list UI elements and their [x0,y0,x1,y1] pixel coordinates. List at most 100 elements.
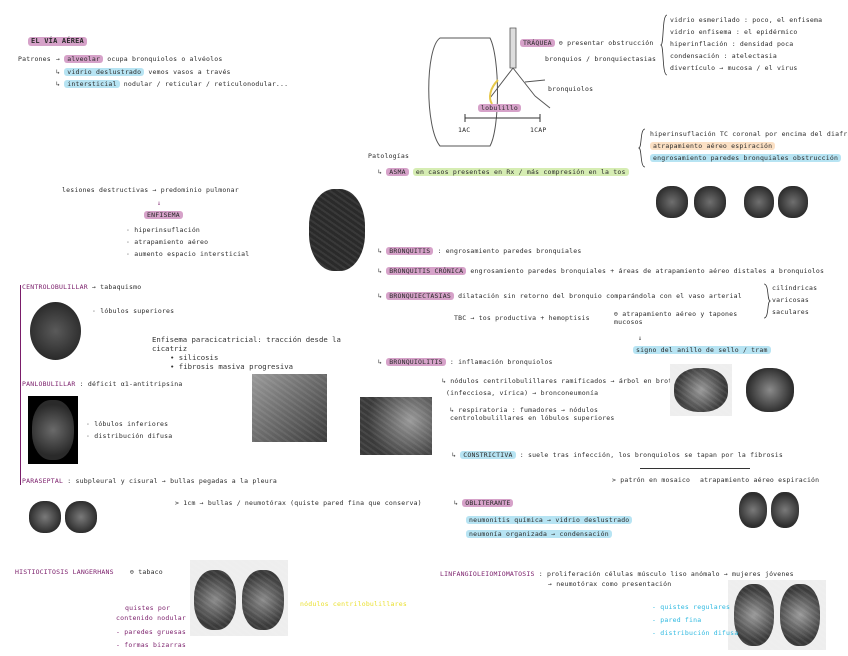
linfangio-note-3: - distribución difusa [652,629,739,637]
bronquiectasias-type-3: saculares [772,308,810,316]
bronquitis-text: engrosamiento paredes bronquiales [445,247,582,255]
centrolobulillar-note-text: lóbulos superiores [100,307,175,315]
histiocitosis-sub-text: paredes gruesas [124,628,186,636]
brace-icon [763,283,771,319]
bronquiolitis-item-3: ↳ respiratoria : fumadores → nódulos cen… [450,406,615,423]
linfangio-note-1: - quistes regulares [652,603,731,611]
obliterante-item-2: neumonía organizada → condensación [466,530,612,538]
ct-image-bronquiolitis [360,397,432,455]
enfisema-item-2: · atrapamiento aéreo [126,238,209,246]
enfisema-item-1: · hiperinsuflación [126,226,201,234]
bronquiectasias-row: ↳ BRONQUIECTASIAS dilatación sin retorno… [378,292,742,300]
ct-image-bronquiolitis-3 [740,364,800,416]
bronquiectasias-tag: BRONQUIECTASIAS [386,292,454,300]
histiocitosis-sub-4: - formas bizarras [116,641,186,649]
bronquitis-cronica-tag: BRONQUITIS CRÓNICA [386,267,467,275]
obliterante-item-text: neumonitis química → vidrio deslustrado [466,516,633,524]
ct-image-linfangio [728,580,826,650]
centrolobulillar-note: · lóbulos superiores [92,307,175,315]
traquea-diagram [428,27,551,147]
patologias-label: Patologías [368,152,410,160]
ct-image-asma-1 [652,180,730,222]
bronquiolitis-item-text: nódulos centrilobulillares ramificados →… [450,377,677,385]
constrictiva-text: suele tras infección, los bronquiolos se… [527,451,783,459]
obliterante-row: ↳ OBLITERANTE [454,499,514,507]
obliterante-item-text: neumonía organizada → condensación [466,530,612,538]
asma-row: ↳ ASMA en casos presentes en Rx / más co… [378,168,629,176]
section-bracket [20,285,21,485]
constrictiva-branch-2: atrapamiento aéreo espiración [700,476,820,484]
linfangio-row: LINFANGIOLEIOMIOMATOSIS : proliferación … [440,570,794,578]
bronquiolitis-item-1: ↳ nódulos centrilobulillares ramificados… [442,377,677,385]
ct-image-panlobulillar [28,396,78,464]
page-title: EL VÍA AÉREA [28,37,87,46]
bronquiectasias-sub: TBC → tos productiva + hemoptisis [454,314,590,322]
brace-icon [660,14,668,76]
panlobulillar-note-2: · distribución difusa [86,432,173,440]
typed-note-item: • fibrosis masiva progresiva [170,362,294,372]
patron-text: nodular / reticular / reticulonodular... [123,80,289,88]
patron-tag: vidrio deslustrado [64,68,145,76]
centrolobulillar-label: CENTROLOBULILLAR [22,283,88,291]
bronquitis-cronica-row: ↳ BRONQUITIS CRÓNICA engrosamiento pared… [378,267,825,275]
paraseptal-label: PARASEPTAL [22,477,64,485]
ct-image-bronquiolitis-2 [670,364,732,416]
enfisema-item-text: hiperinsuflación [134,226,201,234]
arrow-down-icon: ⇓ [157,199,162,207]
ct-image-centrolobulillar [28,300,83,362]
ct-image-asma-2 [740,180,812,222]
linfangio-sub: → neumotórax como presentación [548,580,672,588]
bronquiectasias-text: dilatación sin retorno del bronquio comp… [458,292,742,300]
histiocitosis-sub-2: contenido nodular [116,614,186,622]
typed-note-item: • silicosis [170,353,219,363]
linfangio-note-text: distribución difusa [660,629,739,637]
branch-line [640,468,750,469]
bronquitis-row: ↳ BRONQUITIS : engrosamiento paredes bro… [378,247,582,255]
bronquios-label: bronquios / bronquiectasias [545,55,657,63]
bronquiolos-label: bronquiolos [548,85,594,93]
obliterante-tag: OBLITERANTE [462,499,514,507]
obliterante-item-1: neumonitis química → vidrio deslustrado [466,516,633,524]
bronquiolitis-item-2: (infecciosa, vírica) → bronconeumonía [446,389,599,397]
paraseptal-text: subpleural y cisural → bullas pegadas a … [75,477,278,485]
bronquiolitis-item-text: respiratoria : fumadores → nódulos centr… [450,406,615,423]
traquea-note: ⊖ presentar obstrucción [558,39,654,47]
bronquiolitis-text: inflamación bronquiolos [458,358,553,366]
patron-text: ocupa bronquiolos o alvéolos [107,55,223,63]
histiocitosis-label: HISTIOCITOSIS LANGERHANS [15,568,114,576]
patron-tag: intersticial [64,80,120,88]
asma-text: en casos presentes en Rx / más compresió… [412,168,629,176]
ct-image-paraseptal [25,497,101,537]
bronquitis-cronica-text: engrosamiento paredes bronquiales + área… [470,267,825,275]
enfisema-paracicatricial-note: Enfisema paracicatricial: tracción desde… [152,335,342,371]
typed-note-item-text: silicosis [178,353,219,363]
paraseptal-row: PARASEPTAL : subpleural y cisural → bull… [22,477,278,485]
bronquiectasias-sign: signo del anillo de sello / tram [633,346,771,355]
panlobulillar-note-text: distribución difusa [94,432,173,440]
asma-note-3: engrosamiento paredes bronquiales obstru… [650,154,842,163]
traquea-label: TRÁQUEA ⊖ presentar obstrucción [520,39,654,47]
bronquiectasias-type-1: cilíndricas [772,284,818,292]
panlobulillar-note-1: · lóbulos inferiores [86,420,169,428]
traquea-note-3: hiperinflación : densidad poca [670,40,794,48]
paraseptal-note: > 1cm → bullas / neumotórax (quiste pare… [175,499,422,507]
asma-note-1: hiperinsuflación TC coronal por encima d… [650,130,848,138]
arrow-down-icon: ⇓ [638,334,643,342]
patron-alveolar: → alveolar ocupa bronquiolos o alvéolos [56,55,223,63]
asma-tag: ASMA [386,168,409,176]
patron-intersticial: ↳ intersticial nodular / reticular / ret… [56,80,289,88]
bronquiolitis-tag: BRONQUIOLITIS [386,358,446,366]
panlobulillar-note-text: lóbulos inferiores [94,420,169,428]
enfisema-item-text: atrapamiento aéreo [134,238,209,246]
constrictiva-row: ↳ CONSTRICTIVA : suele tras infección, l… [452,451,783,459]
traquea-note-5: divertículo → mucosa / el virus [670,64,798,72]
panlobulillar-label: PANLOBULILLAR [22,380,76,388]
ct-image-histiocitosis [190,560,288,636]
panlobulillar-text: déficit α1-antitripsina [87,380,183,388]
histiocitosis-sub-3: - paredes gruesas [116,628,186,636]
linfangio-text: proliferación células músculo liso anóma… [546,570,794,578]
patrones-label: Patrones [18,55,51,63]
bronquiectasias-note: ⊖ atrapamiento aéreo y tapones mucosos [614,310,738,327]
enfisema-label: ENFISEMA [144,211,183,220]
patron-tag: alveolar [64,55,104,63]
